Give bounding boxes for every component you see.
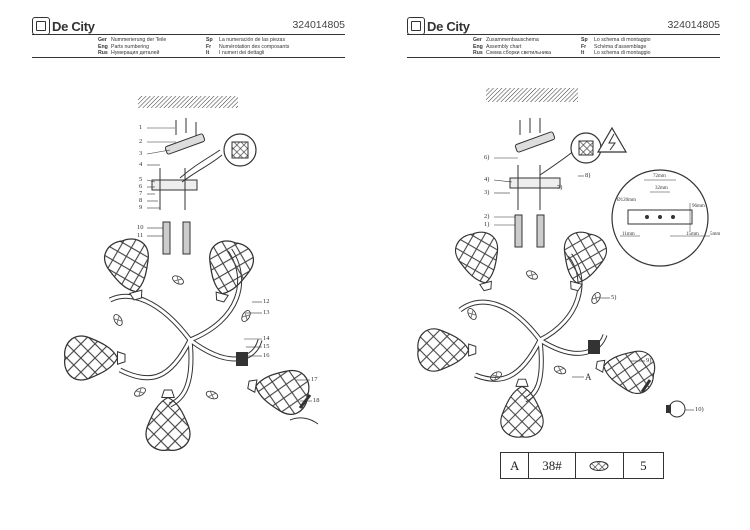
- brand-name: De City: [52, 18, 95, 34]
- callout-leaders: [146, 127, 312, 402]
- step-leaders: [493, 157, 694, 411]
- part-number-12: 12: [263, 298, 270, 305]
- crystal-pendant: [170, 273, 186, 287]
- header-rule-top: [407, 34, 720, 35]
- glass-shade: [553, 227, 611, 296]
- part-number-8: 8: [139, 197, 143, 204]
- spec-part: 38#: [529, 453, 576, 478]
- glass-shade: [100, 234, 160, 306]
- mounting-hardware: [509, 118, 576, 248]
- part-number-16: 16: [263, 352, 270, 359]
- ceiling-hatch: [138, 96, 238, 108]
- glass-shade: [145, 389, 191, 452]
- step-8: 8): [585, 172, 591, 179]
- terminal-block: [231, 141, 249, 159]
- part-number-15: 15: [263, 343, 270, 350]
- part-number-7: 7: [139, 190, 143, 197]
- bulb-icon: [668, 400, 686, 418]
- step-9: 9): [646, 357, 652, 364]
- dimension-72mm: 72mm: [653, 174, 666, 179]
- header-rule-bottom: [32, 57, 345, 58]
- part-number-2: 2: [139, 138, 143, 145]
- crystal-icon: [589, 460, 609, 471]
- step-1: 1): [484, 221, 490, 228]
- lamp-socket: [236, 352, 248, 366]
- lamp-socket: [588, 340, 600, 354]
- spec-label: A: [501, 453, 530, 478]
- step-4: 4): [484, 176, 490, 183]
- part-number-10: 10: [137, 224, 144, 231]
- detail-label-a: A: [585, 372, 592, 382]
- dimension-5mm: 5mm: [710, 232, 721, 237]
- brand-name: De City: [427, 18, 470, 34]
- parts-spec-table: A 38# 5: [500, 452, 664, 479]
- part-number-4: 4: [139, 161, 143, 168]
- part-number-18: 18: [313, 397, 320, 404]
- glass-shade: [198, 236, 258, 308]
- part-number-9: 9: [139, 204, 143, 211]
- glass-shade: [63, 335, 126, 381]
- header-rule-top: [32, 34, 345, 35]
- step-5: 5): [611, 294, 617, 301]
- part-number-13: 13: [263, 309, 270, 316]
- part-number-17: 17: [311, 376, 318, 383]
- glass-shade: [451, 227, 509, 296]
- product-code: 324014805: [292, 19, 345, 31]
- glass-shade: [244, 362, 313, 418]
- part-number-1: 1: [139, 124, 143, 131]
- part-number-3: 3: [139, 150, 143, 157]
- product-code: 324014805: [667, 19, 720, 31]
- dimension-11mm: 11mm: [622, 232, 635, 237]
- glass-shade: [592, 343, 658, 397]
- part-number-5: 5: [139, 176, 143, 183]
- step-3: 3): [484, 189, 490, 196]
- header-rule-bottom: [407, 57, 720, 58]
- bulb-icon: [298, 394, 312, 409]
- brand-logo: De City: [407, 16, 470, 36]
- part-number-11: 11: [137, 232, 144, 239]
- part-number-14: 14: [263, 335, 270, 342]
- mounting-hardware: [151, 118, 223, 255]
- electrical-warning-icon: [596, 126, 628, 153]
- step-2: 2): [484, 213, 490, 220]
- step-10: 10): [695, 406, 704, 413]
- dimension-32mm: 32mm: [655, 186, 668, 191]
- glass-shade: [417, 328, 477, 372]
- ceiling-hatch: [486, 88, 578, 102]
- dimension-96mm: 96mm: [692, 204, 705, 209]
- dimension-15mm: 15mm: [686, 232, 699, 237]
- dimension-120mm: Ø120mm: [617, 198, 636, 203]
- spec-crystal-cell: [576, 453, 624, 478]
- spec-qty: 5: [640, 457, 647, 473]
- step-6: 6): [484, 154, 490, 161]
- part-number-6: 6: [139, 183, 143, 190]
- step-7: 7): [557, 184, 563, 191]
